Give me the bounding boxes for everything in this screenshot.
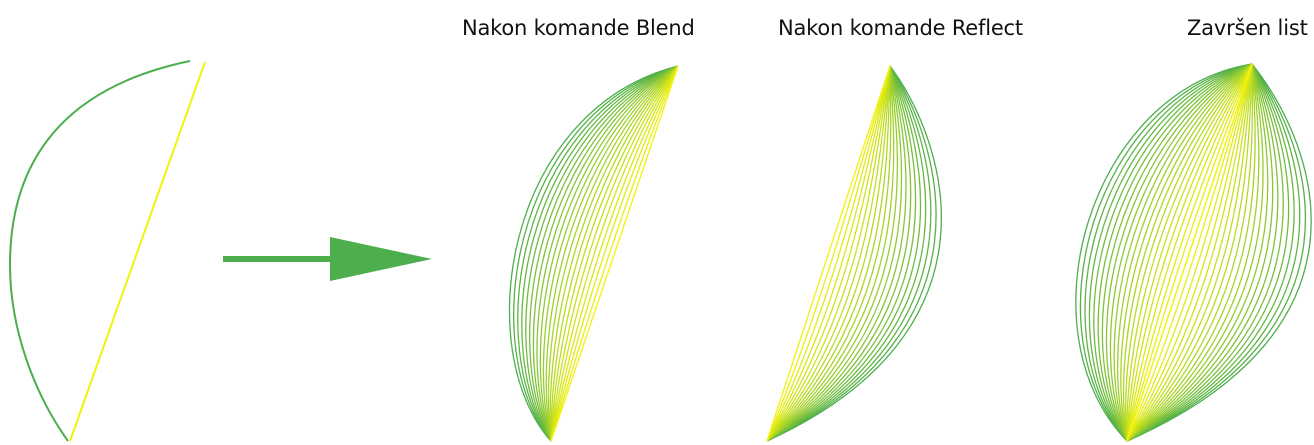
final-right-blend-step [1126, 63, 1301, 442]
final-left-blend-step [1109, 63, 1253, 442]
final-right-blend-step [1126, 63, 1253, 442]
final-right-blend-step [1126, 63, 1260, 442]
blend-blend-step [550, 65, 679, 442]
final-left-blend-step [1126, 63, 1253, 442]
blend-blend-step [513, 65, 679, 442]
final-left-blend-step [1075, 63, 1253, 442]
final-left-blend-step [1122, 63, 1253, 442]
final-right-blend-step [1126, 63, 1254, 442]
final-left-blend-step [1125, 63, 1253, 442]
source-green-curve [8, 60, 191, 442]
blend-blend-step [532, 65, 679, 442]
blend-blend-step [550, 65, 679, 442]
final-right-blend-step [1126, 63, 1253, 442]
reflect-blend-step [766, 65, 917, 442]
blend-blend-step [550, 65, 679, 442]
blend-blend-step [547, 65, 679, 442]
final-left-blend-step [1105, 63, 1253, 442]
final-right-blend-step [1126, 63, 1253, 442]
blend-blend-step [545, 65, 679, 442]
reflect-blend-step [766, 65, 912, 442]
blend-blend-step [550, 65, 679, 442]
final-left-blend-step [1101, 63, 1253, 442]
reflect-blend-step [766, 65, 891, 442]
caption-finished-leaf: Završen list [1187, 16, 1308, 40]
caption-after-reflect: Nakon komande Reflect [778, 16, 1023, 40]
reflect-blend-step [766, 65, 942, 442]
final-left-blend-step [1088, 63, 1253, 442]
final-right-blend-step [1126, 63, 1253, 442]
reflect-blend-step [766, 65, 891, 442]
final-left-blend-step [1097, 63, 1253, 442]
final-right-blend-step [1126, 63, 1274, 442]
final-left-blend-step [1117, 63, 1253, 442]
final-left-blend-step [1126, 63, 1253, 442]
reflect-blend-step [766, 65, 932, 442]
blend-blend-step [542, 65, 679, 442]
final-right-blend-step [1126, 63, 1269, 442]
blend-blend-step [536, 65, 679, 442]
blend-blend-step [539, 65, 679, 442]
final-left-blend-step [1113, 63, 1253, 442]
reflect-blend-step [766, 65, 891, 442]
final-right-blend-step [1126, 63, 1253, 442]
reflect-blend-step [766, 65, 907, 442]
final-right-blend-step [1126, 63, 1256, 442]
reflect-blend-step [766, 65, 927, 442]
blend-blend-step [550, 65, 679, 442]
blend-blend-step [517, 65, 679, 442]
blend-result [508, 65, 679, 442]
final-left-blend-step [1126, 63, 1253, 442]
blend-blend-step [550, 65, 679, 442]
reflect-blend-step [766, 65, 903, 442]
arrow-shaft [223, 256, 335, 262]
source-shapes [8, 60, 206, 442]
reflect-blend-step [766, 65, 898, 442]
final-right-blend-step [1126, 63, 1295, 442]
reflect-blend-step [766, 65, 895, 442]
final-right-blend-step [1126, 63, 1253, 442]
finished-leaf [1075, 63, 1312, 442]
blend-blend-step [521, 65, 679, 442]
reflect-blend-step [766, 65, 922, 442]
final-left-blend-step [1126, 63, 1253, 442]
caption-after-blend: Nakon komande Blend [462, 16, 695, 40]
blend-blend-step [550, 65, 679, 442]
final-right-blend-step [1126, 63, 1253, 442]
final-right-blend-step [1126, 63, 1284, 442]
blend-blend-step [549, 65, 679, 442]
reflect-blend-step [766, 65, 891, 442]
final-left-blend-step [1126, 63, 1253, 442]
final-left-blend-step [1093, 63, 1253, 442]
reflect-blend-step [766, 65, 891, 442]
final-right-blend-step [1126, 63, 1253, 442]
arrow-icon [223, 237, 432, 281]
arrow-head [330, 237, 432, 281]
final-left-blend-step [1079, 63, 1253, 442]
reflect-blend-step [766, 65, 891, 442]
reflect-blend-step [766, 65, 892, 442]
blend-blend-step [525, 65, 679, 442]
source-yellow-line [69, 61, 206, 442]
blend-blend-step [529, 65, 679, 442]
final-right-blend-step [1126, 63, 1279, 442]
final-left-blend-step [1126, 63, 1253, 442]
reflect-blend-step [766, 65, 891, 442]
final-right-blend-step [1126, 63, 1312, 442]
blend-blend-step [508, 65, 679, 442]
final-right-blend-step [1126, 63, 1264, 442]
reflect-blend-step [766, 65, 891, 442]
blend-blend-step [550, 65, 679, 442]
final-right-blend-step [1126, 63, 1306, 442]
reflect-result [766, 65, 942, 442]
final-right-blend-step [1126, 63, 1290, 442]
final-left-blend-step [1084, 63, 1253, 442]
reflect-blend-step [766, 65, 891, 442]
reflect-blend-step [766, 65, 937, 442]
final-left-blend-step [1120, 63, 1253, 442]
